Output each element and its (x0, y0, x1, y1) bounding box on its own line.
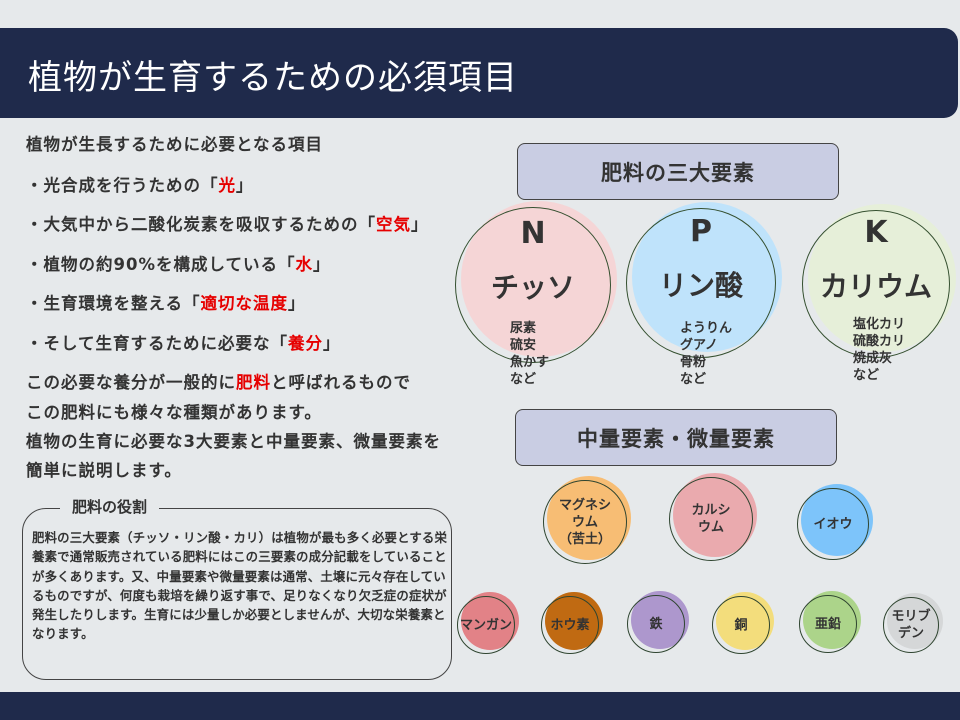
element-examples: 塩化カリ 硫酸カリ 焼成灰 など (853, 317, 906, 383)
nutrient-circle: ホウ素 (541, 596, 599, 654)
major-element-circle: K カリウム (802, 210, 950, 358)
intro-paragraph-3: 植物の生育に必要な3大要素と中量要素、微量要素を (26, 432, 441, 451)
highlight: 肥料 (236, 373, 271, 392)
minor-elements-header: 中量要素・微量要素 (515, 409, 837, 466)
nutrient-circle: カルシ ウム (669, 477, 753, 561)
major-element-circle: P リン酸 (626, 208, 776, 358)
element-symbol: N (520, 216, 546, 251)
element-examples: 尿素 硫安 魚かす など (510, 321, 550, 387)
text: この必要な養分が一般的に (26, 373, 236, 392)
text: ・植物の約90%を構成している「 (26, 255, 296, 274)
text: 」 (411, 215, 429, 234)
text: 」 (323, 334, 341, 353)
text: と呼ばれるもので (271, 373, 411, 392)
highlight: 空気 (376, 215, 411, 234)
title-bar: 植物が生育するための必須項目 (0, 28, 958, 118)
intro-item: ・大気中から二酸化炭素を吸収するための「空気」 (26, 211, 429, 235)
role-title: 肥料の役割 (60, 496, 160, 517)
major-element-circle: N チッソ (455, 207, 611, 363)
intro-item: ・生育環境を整える「適切な温度」 (26, 290, 306, 314)
text: 」 (313, 255, 331, 274)
text: ・生育環境を整える「 (26, 294, 201, 313)
page-title: 植物が生育するための必須項目 (28, 58, 518, 98)
nutrient-circle: マグネシ ウム （苦土） (543, 480, 627, 564)
text: ・大気中から二酸化炭素を吸収するための「 (26, 215, 376, 234)
highlight: 適切な温度 (200, 294, 289, 313)
intro-item: ・光合成を行うための「光」 (26, 172, 254, 196)
intro-paragraph-2: この肥料にも様々な種類があります。 (26, 403, 322, 422)
highlight: 光 (218, 176, 236, 195)
nutrient-circle: イオウ (797, 488, 869, 560)
nutrient-circle: 銅 (712, 596, 770, 654)
nutrient-circle: マンガン (457, 596, 515, 654)
nutrient-circle: モリブ デン (883, 597, 939, 653)
text: 」 (236, 176, 254, 195)
element-name: チッソ (490, 271, 575, 304)
nutrient-circle: 亜鉛 (799, 595, 857, 653)
nutrient-circle: 鉄 (627, 595, 685, 653)
intro-paragraph-4: 簡単に説明します。 (26, 461, 182, 480)
element-name: カリウム (819, 270, 932, 303)
intro-paragraph-1: この必要な養分が一般的に肥料と呼ばれるもので (26, 369, 411, 393)
intro-item: ・そして生育するために必要な「養分」 (26, 330, 341, 354)
highlight: 水 (295, 255, 313, 274)
element-symbol: K (864, 215, 888, 250)
intro-item: ・植物の約90%を構成している「水」 (26, 251, 331, 275)
text: ・光合成を行うための「 (26, 176, 219, 195)
element-name: リン酸 (658, 269, 743, 302)
intro-heading: 植物が生長するために必要となる項目 (26, 135, 324, 154)
bottom-bar (0, 692, 960, 720)
role-box (22, 508, 452, 680)
role-body: 肥料の三大要素（チッソ・リン酸・カリ）は植物が最も多く必要とする栄養素で通常販売… (32, 530, 448, 642)
element-examples: ようりん グアノ 骨粉 など (680, 321, 733, 387)
text: 」 (288, 294, 306, 313)
major-elements-header: 肥料の三大要素 (517, 143, 839, 200)
text: ・そして生育するために必要な「 (26, 334, 289, 353)
element-symbol: P (690, 214, 712, 249)
highlight: 養分 (288, 334, 324, 353)
